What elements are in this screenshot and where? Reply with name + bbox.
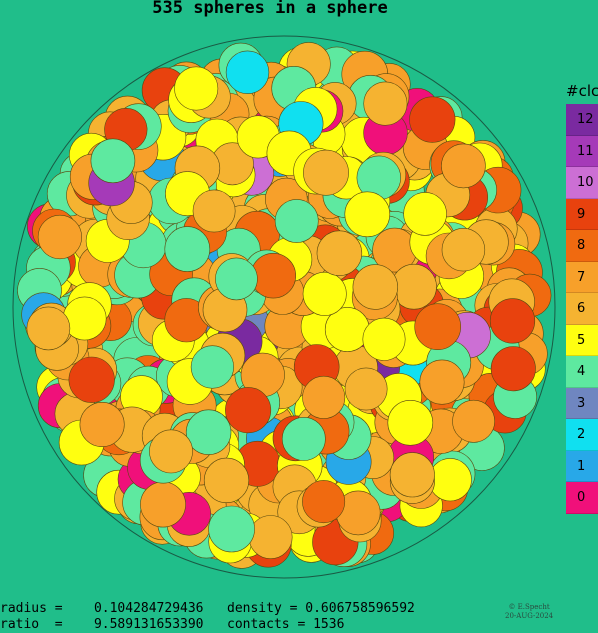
ratio-value: 9.589131653390	[93, 617, 204, 632]
density-value: 0.606758596592	[305, 601, 415, 616]
legend-item-9: 9	[566, 198, 598, 230]
contacts-label: contacts =	[227, 617, 306, 632]
legend-item-11: 11	[566, 135, 598, 167]
legend-item-7: 7	[566, 261, 598, 293]
sphere	[164, 226, 211, 272]
credit-date: 20-AUG-2024	[505, 612, 554, 620]
sphere	[90, 138, 136, 184]
sphere	[441, 228, 486, 272]
radius-label: radius =	[0, 601, 63, 616]
legend-item-4: 4	[566, 356, 598, 388]
sphere	[68, 356, 115, 403]
legend-item-1: 1	[566, 450, 598, 482]
sphere	[302, 375, 346, 419]
sphere	[363, 81, 408, 126]
sphere	[250, 253, 296, 299]
sphere	[419, 359, 465, 405]
contacts-value: 1536	[313, 617, 345, 632]
sphere	[303, 149, 349, 196]
page-title: 535 spheres in a sphere	[152, 0, 388, 18]
sphere	[389, 452, 435, 498]
sphere	[203, 457, 250, 504]
credit: © E.Specht 20-AUG-2024	[505, 603, 553, 621]
sphere	[26, 306, 71, 351]
sphere	[490, 346, 536, 392]
legend-item-5: 5	[566, 324, 598, 356]
sphere	[248, 515, 293, 560]
container-sphere-outline	[12, 35, 556, 579]
sphere	[316, 230, 363, 276]
sphere	[174, 66, 219, 111]
sphere	[302, 480, 346, 524]
sphere	[37, 214, 83, 260]
sphere	[149, 429, 193, 474]
legend-item-10: 10	[566, 167, 598, 199]
ratio-label: ratio =	[0, 617, 63, 632]
sphere	[302, 271, 347, 316]
sphere	[428, 458, 472, 502]
sphere	[274, 199, 319, 243]
legend-heading: #clc	[566, 82, 598, 100]
sphere	[225, 50, 270, 95]
sphere	[489, 298, 536, 344]
legend-item-3: 3	[566, 387, 598, 419]
sphere	[215, 257, 258, 301]
legend-item-0: 0	[566, 482, 598, 514]
sphere	[208, 505, 255, 553]
sphere	[190, 345, 234, 389]
sphere	[362, 317, 406, 361]
sphere	[414, 303, 462, 351]
legend-item-8: 8	[566, 230, 598, 262]
sphere	[344, 191, 391, 238]
sphere	[387, 399, 434, 446]
packed-spheres	[17, 42, 552, 569]
sphere	[192, 189, 236, 233]
sphere	[344, 367, 388, 411]
sphere	[441, 143, 486, 189]
sphere	[403, 192, 447, 236]
sphere	[352, 264, 398, 310]
sphere	[409, 96, 456, 143]
legend-item-12: 12	[566, 104, 598, 136]
credit-author: © E.Specht	[508, 603, 550, 611]
legend-item-2: 2	[566, 419, 598, 451]
density-label: density =	[227, 601, 298, 616]
stats-block: radius = 0.104284729436 density = 0.6067…	[0, 601, 415, 633]
sphere	[452, 399, 496, 443]
sphere	[225, 387, 272, 434]
radius-value: 0.104284729436	[93, 601, 204, 616]
sphere	[185, 409, 232, 455]
sphere	[281, 416, 326, 461]
sphere	[140, 481, 186, 528]
sphere	[79, 401, 125, 447]
sphere-packing-figure	[12, 35, 556, 579]
legend-item-6: 6	[566, 293, 598, 325]
